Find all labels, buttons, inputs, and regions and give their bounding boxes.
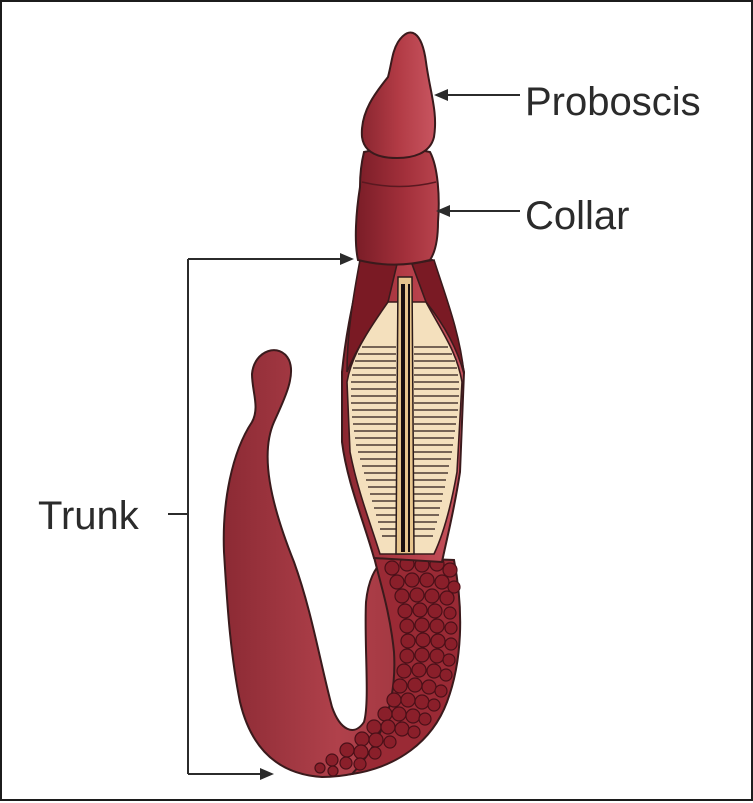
trunk-label: Trunk bbox=[38, 496, 139, 536]
collar-label: Collar bbox=[525, 196, 629, 236]
proboscis-label: Proboscis bbox=[525, 82, 701, 122]
trunk-arrowhead-bottom bbox=[260, 768, 274, 780]
proboscis-arrowhead bbox=[434, 89, 448, 101]
proboscis bbox=[362, 32, 435, 158]
trunk-arrowhead-top bbox=[340, 253, 354, 265]
collar bbox=[356, 149, 439, 265]
